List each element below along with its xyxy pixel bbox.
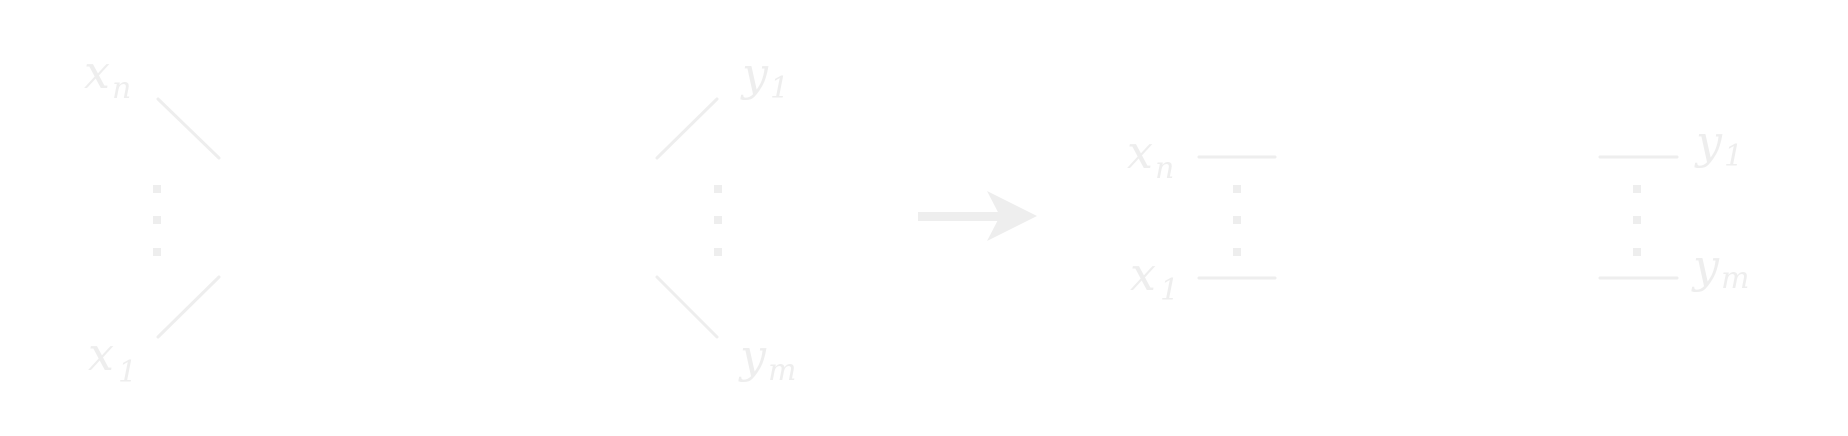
right-arrow-icon — [918, 191, 1037, 241]
label-x-1-var: x — [88, 327, 114, 381]
dot — [714, 185, 722, 193]
label-y-m-var: y — [738, 329, 767, 383]
result-label-y-1-var: y — [1694, 115, 1723, 169]
dot — [1233, 185, 1241, 193]
edge-y-m — [655, 275, 719, 339]
label-x-n: xn — [84, 45, 131, 106]
dot — [1633, 216, 1641, 224]
edge-y-1 — [655, 97, 719, 160]
edge-x-n — [156, 97, 221, 160]
dot — [153, 185, 161, 193]
label-y-1-var: y — [740, 47, 769, 101]
result-right-group: y1 ym — [1598, 115, 1749, 296]
label-y-m-sub: m — [768, 353, 796, 388]
right-output-group: y1 ym — [655, 47, 796, 388]
label-y-1: y1 — [740, 47, 789, 106]
label-y-1-sub: 1 — [770, 71, 789, 106]
arrow-shaft — [918, 212, 1000, 221]
result-label-y-m: ym — [1691, 239, 1749, 296]
result-label-y-m-var: y — [1691, 239, 1720, 293]
dot — [1233, 248, 1241, 256]
label-x-n-sub: n — [112, 71, 131, 106]
result-label-x-n: xn — [1127, 125, 1174, 186]
result-label-y-1-sub: 1 — [1724, 139, 1743, 174]
result-label-x-n-var: x — [1127, 125, 1153, 179]
dot — [153, 216, 161, 224]
result-label-x-n-sub: n — [1155, 151, 1174, 186]
label-y-m: ym — [738, 329, 796, 388]
result-label-y-m-sub: m — [1721, 261, 1749, 296]
dot — [1633, 185, 1641, 193]
dot — [714, 216, 722, 224]
label-x-1-sub: 1 — [118, 355, 137, 390]
result-label-y-1: y1 — [1694, 115, 1743, 174]
dot — [153, 248, 161, 256]
result-label-x-1-sub: 1 — [1160, 273, 1179, 308]
label-x-n-var: x — [84, 45, 110, 99]
dot — [714, 248, 722, 256]
dot — [1233, 216, 1241, 224]
result-label-x-1-var: x — [1130, 247, 1156, 301]
arrow-head — [987, 191, 1037, 241]
dot — [1633, 248, 1641, 256]
edge-x-1 — [156, 275, 221, 339]
